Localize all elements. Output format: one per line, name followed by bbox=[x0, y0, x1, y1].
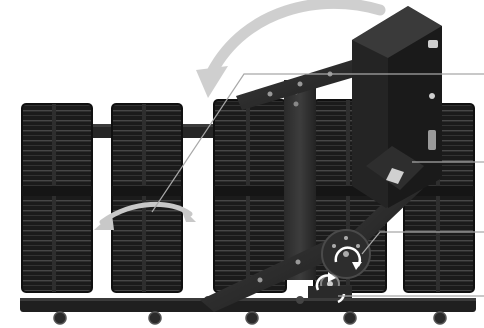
heatsink-module-3 bbox=[214, 100, 286, 292]
heatsink-module-2 bbox=[112, 104, 182, 292]
pivot-hub bbox=[322, 230, 370, 278]
heatsink-module-1 bbox=[22, 104, 92, 292]
bottom-frame bbox=[20, 298, 476, 312]
